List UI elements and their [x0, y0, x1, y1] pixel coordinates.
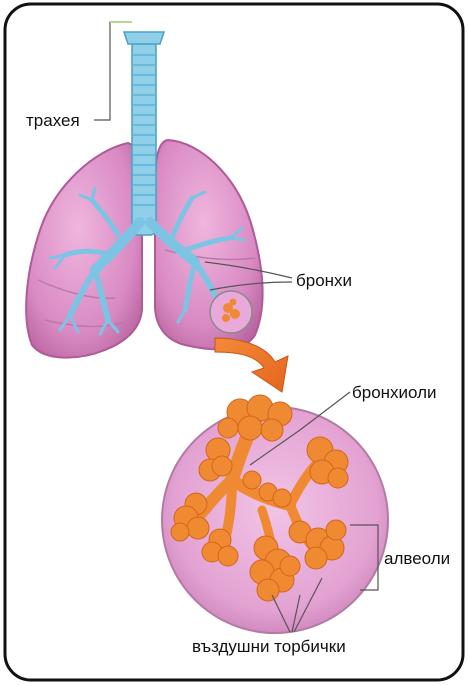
label-air-sacs: въздушни торбички: [192, 638, 346, 655]
label-alveoli: алвеоли: [384, 550, 450, 567]
magnified-spot: [210, 291, 252, 333]
label-trachea: трахея: [26, 112, 80, 129]
label-bronchioles: бронхиоли: [352, 384, 437, 401]
label-bronchi: бронхи: [296, 272, 352, 289]
